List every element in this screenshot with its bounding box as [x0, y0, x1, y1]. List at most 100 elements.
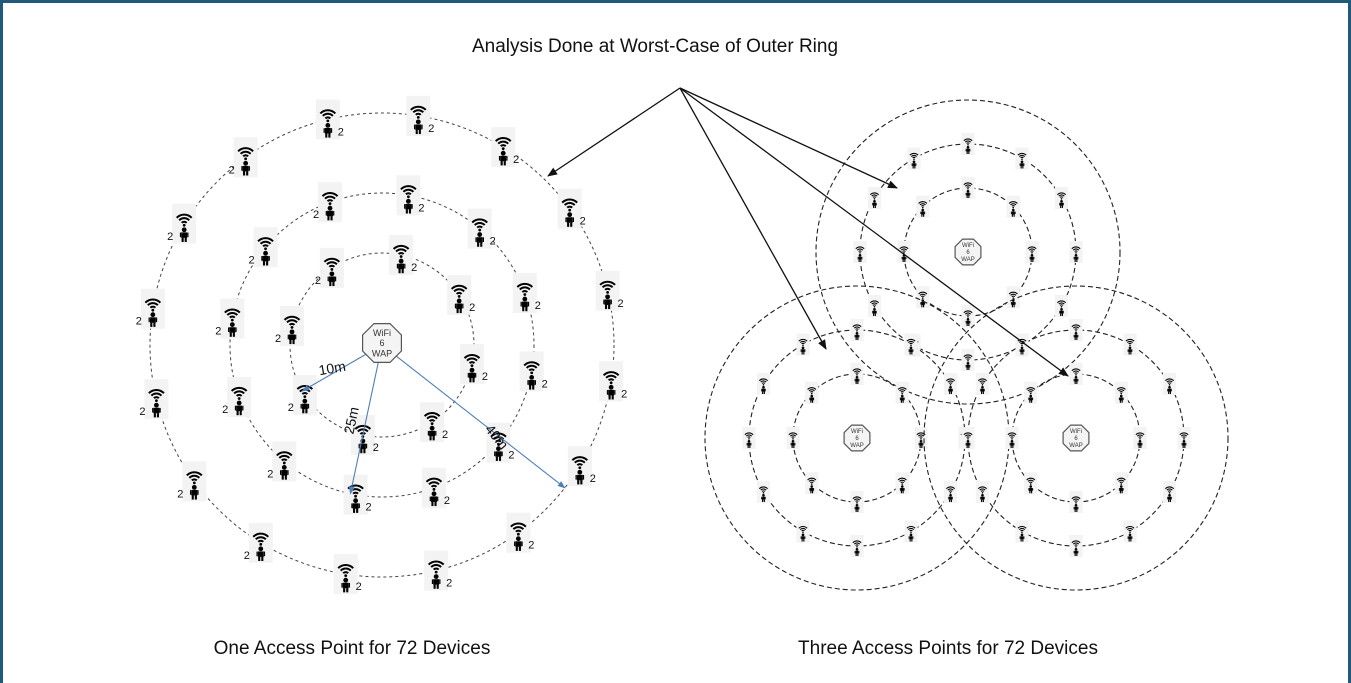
wifi-person-icon: 2	[420, 402, 448, 443]
wifi-person-icon: 2	[288, 375, 317, 416]
wap-label-line: WAP	[850, 443, 863, 449]
wifi-person-icon	[1054, 295, 1069, 317]
left-caption: One Access Point for 72 Devices	[213, 638, 491, 659]
wifi-person-icon: 2	[389, 235, 417, 276]
device-count-badge: 2	[508, 450, 514, 462]
wifi-person-icon: 2	[139, 379, 169, 420]
wap-label-line: WiFi	[1070, 429, 1082, 435]
device-count-badge: 2	[275, 333, 281, 345]
wifi-person-icon	[867, 187, 882, 209]
wifi-person-icon: 2	[421, 467, 450, 508]
wifi-person-icon: 2	[567, 446, 596, 487]
single-ap-layout: 22222222222222222222222222222222222210m2…	[136, 95, 627, 595]
wifi-person-icon	[1162, 481, 1177, 503]
wifi-person-icon	[1069, 363, 1083, 385]
wifi-person-icon	[1005, 427, 1019, 449]
wifi-person-icon: 2	[136, 288, 165, 329]
device-count-badge: 2	[288, 402, 294, 414]
device-count-badge: 2	[411, 262, 417, 274]
wifi-person-icon	[1069, 241, 1083, 263]
worst-case-arrow	[679, 87, 1069, 377]
device-count-badge: 2	[248, 254, 254, 266]
wifi-person-icon: 2	[491, 127, 519, 168]
wifi-person-icon: 2	[244, 522, 273, 563]
device-count-badge: 2	[215, 326, 221, 338]
wifi-person-icon	[796, 333, 810, 356]
wifi-person-icon: 2	[519, 351, 548, 392]
wifi-person-icon	[904, 520, 918, 543]
wifi-person-icon	[895, 381, 909, 404]
wifi-person-icon	[1024, 472, 1038, 495]
wifi-person-icon: 2	[248, 227, 278, 268]
device-count-badge: 2	[267, 468, 273, 480]
wifi-person-icon	[1177, 427, 1191, 449]
wifi-person-icon	[975, 481, 990, 503]
device-count-badge: 2	[313, 209, 319, 221]
device-count-badge: 2	[513, 154, 519, 166]
wifi-person-icon	[1024, 381, 1038, 404]
worst-case-arrow	[547, 87, 681, 177]
device-count-badge: 2	[618, 298, 624, 310]
wap-label-line: WiFi	[962, 243, 974, 249]
wifi-person-icon	[961, 133, 975, 155]
device-count-badge: 2	[469, 302, 475, 314]
wifi-person-icon	[1123, 520, 1137, 543]
wifi-person-icon	[1025, 241, 1039, 263]
device-count-badge: 2	[482, 371, 488, 383]
wifi-person-icon	[907, 147, 921, 170]
wifi-person-icon	[867, 295, 882, 317]
coverage-boundary	[815, 99, 1121, 405]
wifi-person-icon	[786, 427, 800, 449]
radius-label: 25m	[341, 405, 362, 435]
wifi-person-icon	[1069, 535, 1083, 557]
device-count-badge: 2	[229, 164, 235, 176]
wifi-person-icon: 2	[343, 474, 372, 515]
coverage-ring	[229, 192, 535, 498]
wifi-person-icon: 2	[315, 99, 344, 140]
wap-label-line: 6	[1074, 436, 1078, 442]
wifi-person-icon	[1114, 472, 1128, 495]
device-count-badge: 2	[177, 488, 183, 500]
radius-dimension-line	[348, 358, 380, 495]
diagram-title: Analysis Done at Worst-Case of Outer Rin…	[471, 36, 839, 57]
wap-label-line: 6	[379, 338, 384, 348]
wifi-person-icon: 2	[557, 188, 586, 229]
wifi-person-icon	[916, 195, 930, 218]
wifi-person-icon: 2	[459, 344, 488, 385]
device-count-badge: 2	[139, 406, 145, 418]
wifi-person-icon	[850, 535, 864, 557]
device-count-badge: 2	[528, 540, 534, 552]
wifi-person-icon	[853, 241, 867, 263]
coverage-ring	[149, 112, 615, 578]
wifi-person-icon	[943, 373, 958, 395]
wifi-person-icon	[796, 520, 810, 543]
device-count-badge: 2	[442, 429, 448, 441]
wifi-person-icon	[914, 427, 928, 449]
wifi-person-icon	[1015, 333, 1029, 356]
wifi-person-icon: 2	[406, 95, 434, 136]
radius-dimension-line	[301, 351, 371, 392]
device-count-badge: 2	[244, 550, 250, 562]
worst-case-arrows	[547, 87, 1069, 377]
wifi-person-icon	[975, 373, 990, 395]
device-count-badge: 2	[490, 236, 496, 248]
wifi-person-icon: 2	[177, 461, 207, 502]
wifi-person-icon	[916, 286, 930, 309]
wifi-person-icon: 2	[222, 376, 252, 417]
wifi-person-icon	[961, 427, 975, 449]
wifi-person-icon: 2	[512, 273, 541, 314]
wifi-person-icon: 2	[447, 274, 475, 315]
wap-label-line: 6	[855, 436, 859, 442]
wifi-person-icon	[1054, 187, 1069, 209]
wifi-person-icon	[943, 481, 958, 503]
right-caption: Three Access Points for 72 Devices	[798, 638, 1098, 659]
wifi-person-icon	[756, 373, 771, 395]
device-count-badge: 2	[621, 388, 627, 400]
wifi-person-icon: 2	[315, 247, 344, 288]
wifi-person-icon	[895, 472, 909, 495]
wifi-person-icon	[742, 427, 756, 449]
